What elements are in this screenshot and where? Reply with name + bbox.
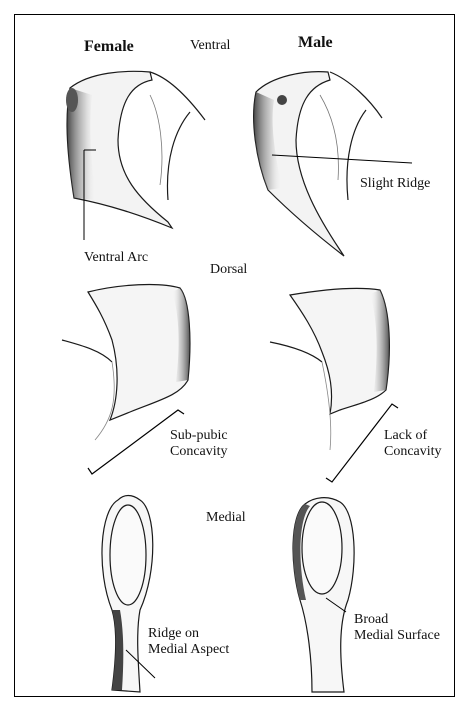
subpubic-concavity-label: Sub-pubic Concavity [170, 428, 228, 460]
slight-ridge-label: Slight Ridge [360, 176, 430, 192]
lack-line-2: Concavity [384, 444, 442, 460]
ridge-medial-aspect-label: Ridge on Medial Aspect [148, 626, 229, 658]
dorsal-female-bone [62, 285, 190, 440]
ridge-line-1: Ridge on [148, 626, 229, 642]
male-header: Male [298, 34, 333, 52]
lack-of-concavity-label: Lack of Concavity [384, 428, 442, 460]
dorsal-view-label: Dorsal [210, 262, 247, 278]
ventral-male-bone [254, 72, 382, 256]
medial-male-bone [293, 498, 354, 692]
ventral-view-label: Ventral [190, 38, 230, 54]
ventral-arc-label: Ventral Arc [84, 250, 148, 266]
dorsal-male-bone [270, 288, 389, 450]
medial-view-label: Medial [206, 510, 246, 526]
subpubic-line-1: Sub-pubic [170, 428, 228, 444]
medial-female-bone [102, 496, 153, 693]
broad-line-1: Broad [354, 612, 440, 628]
broad-line-2: Medial Surface [354, 628, 440, 644]
subpubic-line-2: Concavity [170, 444, 228, 460]
ridge-line-2: Medial Aspect [148, 642, 229, 658]
female-header: Female [84, 38, 134, 56]
lack-line-1: Lack of [384, 428, 442, 444]
broad-medial-surface-label: Broad Medial Surface [354, 612, 440, 644]
